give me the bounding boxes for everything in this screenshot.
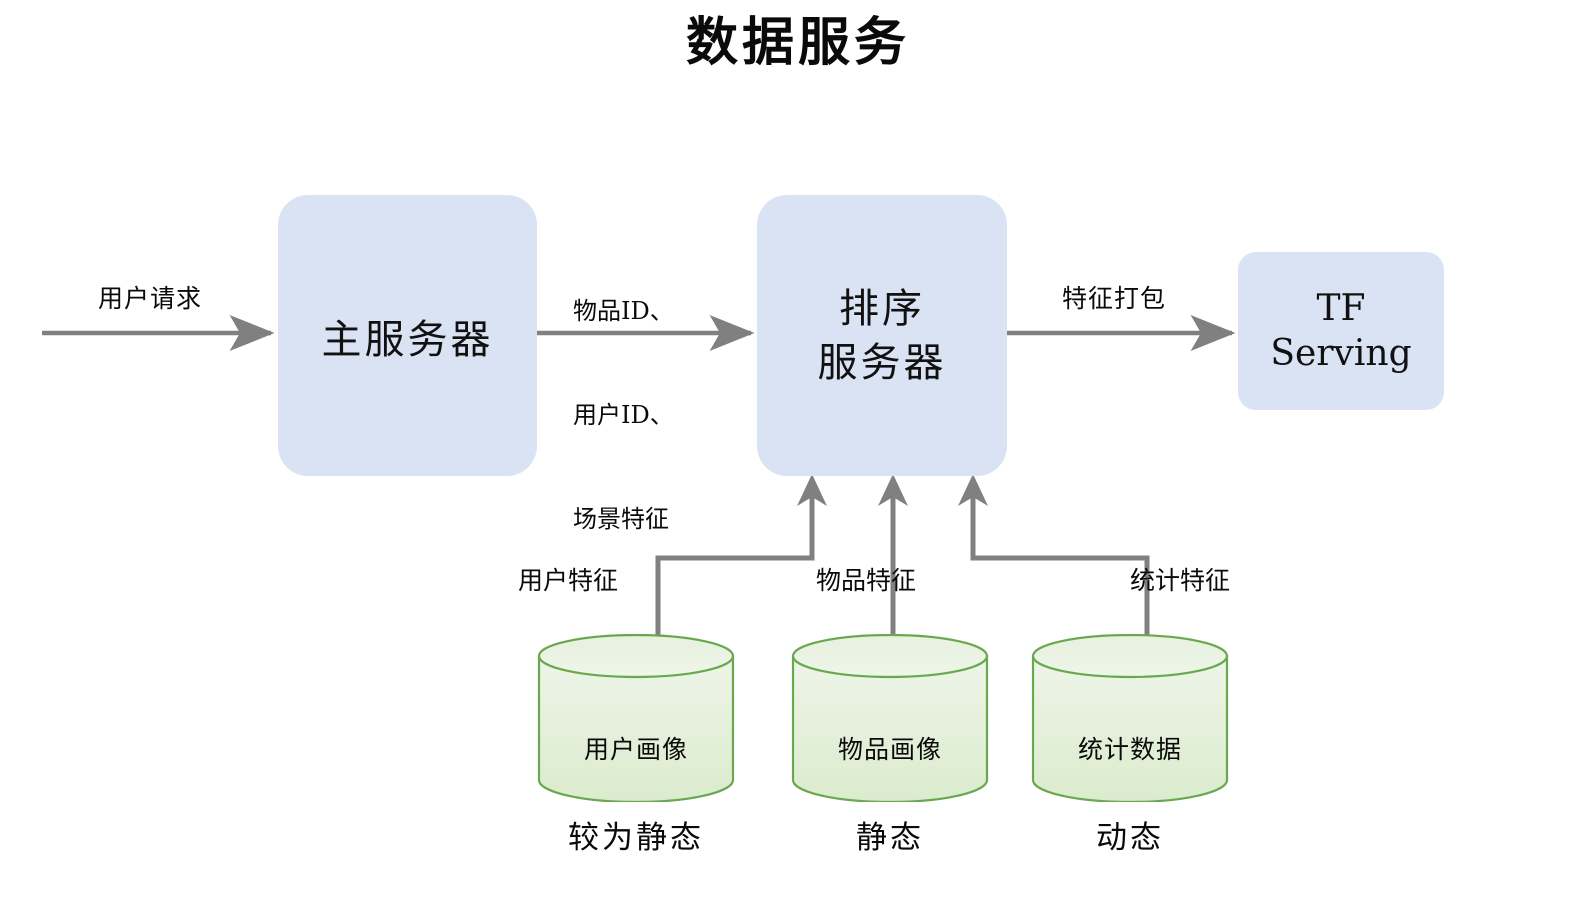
datastore-stat-data-label: 统计数据 (1077, 735, 1182, 764)
cylinder-icon (537, 634, 735, 802)
datastore-stat-data[interactable]: 统计数据 (1030, 634, 1230, 802)
datastore-item-profile[interactable]: 物品画像 (790, 634, 990, 802)
arrow-user-profile-to-ranking (655, 474, 827, 646)
edge-label-ids: 物品ID、 用户ID、 场景特征 (573, 224, 674, 572)
datastore-user-profile-label: 用户画像 (583, 735, 688, 764)
node-ranking-server-label-line2: 服务器 (817, 339, 947, 386)
node-tf-serving[interactable]: TF Serving (1238, 252, 1444, 410)
cylinder-icon (791, 634, 989, 802)
node-ranking-server-label-line1: 排序 (839, 285, 925, 332)
edge-label-user-request: 用户请求 (98, 284, 203, 313)
arrow-stat-data-to-ranking (958, 474, 1150, 646)
edge-label-user-feature: 用户特征 (518, 566, 619, 595)
edge-label-ids-line3: 场景特征 (573, 505, 669, 534)
arrow-item-profile-to-ranking (878, 474, 908, 646)
edge-label-item-feature: 物品特征 (816, 566, 917, 595)
edge-label-stat-feature: 统计特征 (1130, 566, 1231, 595)
page-title: 数据服务 (685, 12, 910, 73)
node-tf-serving-label-line2: Serving (1270, 333, 1412, 374)
node-tf-serving-label-line1: TF (1316, 288, 1366, 329)
cylinder-icon (1031, 634, 1229, 802)
datastore-item-profile-caption: 静态 (856, 820, 924, 856)
edge-label-ids-line1: 物品ID、 (573, 296, 674, 325)
node-main-server-label: 主服务器 (321, 316, 494, 363)
edge-label-feature-pack: 特征打包 (1062, 284, 1167, 313)
datastore-user-profile-caption: 较为静态 (568, 820, 704, 856)
node-main-server[interactable]: 主服务器 (278, 195, 537, 476)
edge-label-ids-line2: 用户ID、 (573, 400, 674, 429)
datastore-item-profile-label: 物品画像 (837, 735, 942, 764)
datastore-user-profile[interactable]: 用户画像 (536, 634, 736, 802)
node-ranking-server[interactable]: 排序 服务器 (757, 195, 1007, 476)
datastore-stat-data-caption: 动态 (1096, 820, 1164, 856)
